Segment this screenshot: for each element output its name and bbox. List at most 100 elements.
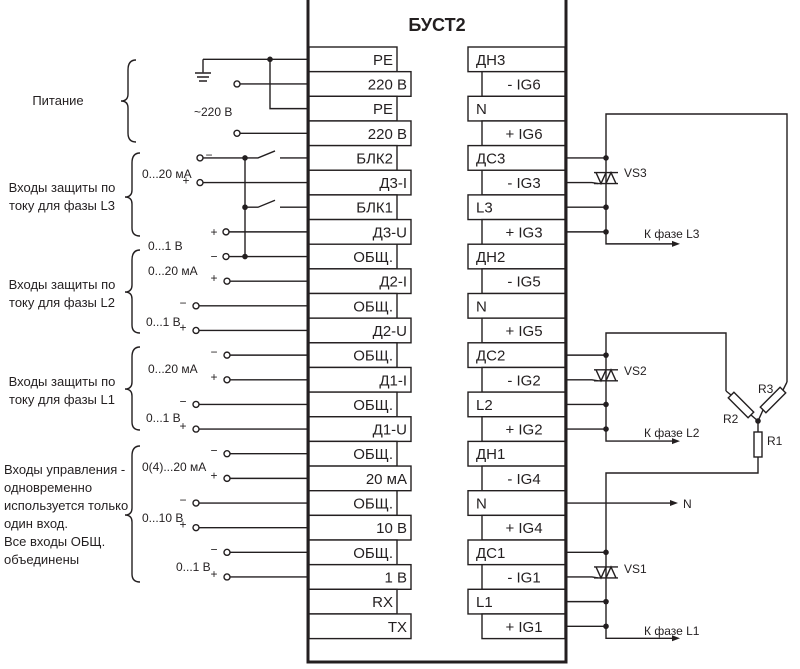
left-terminal-label: БЛК1 [356, 200, 393, 217]
input-terminal [223, 573, 231, 581]
left-terminal-box [308, 366, 412, 393]
control-10v-label: 0...10 В [142, 511, 183, 525]
group-label-control-line1: Входы управления - [4, 462, 125, 477]
vs2-triac-icon [594, 368, 618, 383]
plus-sign: + [210, 567, 217, 581]
triac-label-vs2: VS2 [624, 364, 647, 378]
right-terminal-label: L2 [476, 397, 493, 414]
left-terminal-box [308, 243, 398, 270]
plus-sign: + [210, 271, 217, 285]
minus-sign: − [179, 296, 186, 310]
plus-sign: + [179, 320, 186, 334]
arrow-icon [672, 438, 680, 445]
group-label-control-line3: используется только [4, 498, 128, 513]
right-terminal-box [481, 613, 566, 640]
right-terminal-box [481, 514, 566, 541]
right-terminal-label: N [476, 496, 487, 513]
resistor-r3 [759, 386, 787, 414]
minus-sign: − [210, 345, 217, 359]
triac-label-vs3: VS3 [624, 166, 647, 180]
power-voltage-label: ~220 В [194, 105, 232, 119]
right-terminal-label: + IG4 [505, 520, 542, 537]
input-terminal [192, 425, 200, 433]
right-terminal-label: N [476, 298, 487, 315]
group-label-l3-line1: Входы защиты по [9, 180, 116, 195]
left-terminal-box [308, 440, 398, 467]
input-terminal [196, 178, 204, 187]
input-terminal [192, 326, 200, 335]
brace [124, 152, 141, 237]
input-terminal [223, 376, 231, 384]
plus-sign: + [179, 518, 186, 532]
right-terminal-label: - IG6 [507, 76, 540, 93]
right-terminal-label: + IG1 [505, 619, 542, 636]
right-terminal-label: + IG2 [505, 422, 542, 439]
right-terminal-label: ДН3 [476, 52, 505, 69]
input-terminal [222, 252, 230, 261]
l3-current-label: 0...20 мА [142, 167, 192, 181]
wire [605, 457, 759, 553]
resistor-label-r3: R3 [758, 382, 774, 396]
plus-sign: + [182, 174, 189, 188]
input-terminal [192, 400, 200, 409]
wire [565, 576, 599, 579]
left-terminal-label: Д1-U [373, 422, 407, 439]
right-terminal-label: + IG5 [505, 323, 542, 340]
left-terminal-label: 20 мА [366, 471, 407, 488]
right-terminal-label: - IG5 [507, 274, 540, 291]
input-terminal [233, 80, 241, 88]
l2-voltage-label: 0...1 В [146, 315, 181, 329]
brace [120, 59, 137, 143]
plus-sign: + [210, 370, 217, 384]
right-terminal-label: N [476, 101, 487, 118]
wire [245, 199, 276, 208]
neutral-arrow-icon [670, 500, 678, 507]
wire [605, 157, 672, 245]
brace [124, 249, 141, 334]
right-terminal-label: + IG6 [505, 126, 542, 143]
group-label-l2-line2: току для фазы L2 [9, 295, 115, 310]
right-terminal-box [481, 268, 566, 295]
right-terminal-box [481, 70, 566, 98]
plus-sign: + [210, 468, 217, 482]
left-terminal-box [308, 490, 398, 517]
left-terminal-label: ОБЩ. [353, 496, 393, 513]
input-terminal [223, 450, 231, 458]
plus-sign: + [179, 419, 186, 433]
right-terminal-box [481, 120, 566, 147]
group-label-control-line5: Все входы ОБЩ. [4, 534, 105, 549]
right-terminal-label: ДН2 [476, 249, 505, 266]
wire [605, 355, 672, 442]
group-label-l1-line2: току для фазы L1 [9, 392, 115, 407]
right-terminal-label: - IG3 [507, 175, 540, 192]
left-terminal-box [308, 416, 412, 443]
left-terminal-label: ОБЩ. [353, 397, 393, 414]
group-label-control-line6: объединены [4, 552, 79, 567]
left-terminal-box [308, 391, 398, 418]
left-terminal-label: Д1-I [379, 372, 407, 389]
right-terminal-box [467, 539, 566, 566]
ground-icon [195, 72, 211, 82]
input-terminal [192, 302, 200, 310]
left-terminal-label: RX [372, 594, 393, 611]
left-terminal-label: 220 В [368, 76, 407, 93]
wire [565, 181, 599, 185]
group-label-control-line2: одновременно [4, 480, 92, 495]
phase-output-l1: К фазе L1 [644, 624, 700, 638]
left-terminal-label: Д3-U [373, 224, 407, 241]
right-terminal-label: L1 [476, 594, 493, 611]
right-terminal-label: + IG3 [505, 224, 542, 241]
left-terminal-label: ОБЩ. [353, 348, 393, 365]
left-terminal-label: PE [373, 101, 393, 118]
left-terminal-label: БЛК2 [356, 150, 393, 167]
group-l2: Входы защиты по току для фазы L2 [9, 249, 141, 334]
left-terminal-box [308, 95, 398, 122]
plus-sign: + [210, 225, 217, 239]
left-terminal-box [308, 46, 398, 73]
minus-sign: − [205, 148, 212, 162]
left-terminal-label: PE [373, 52, 393, 69]
resistor-label-r2: R2 [723, 412, 739, 426]
minus-sign: − [210, 250, 217, 264]
right-terminal-label: - IG4 [507, 471, 540, 488]
vs3-triac-icon [594, 170, 618, 186]
